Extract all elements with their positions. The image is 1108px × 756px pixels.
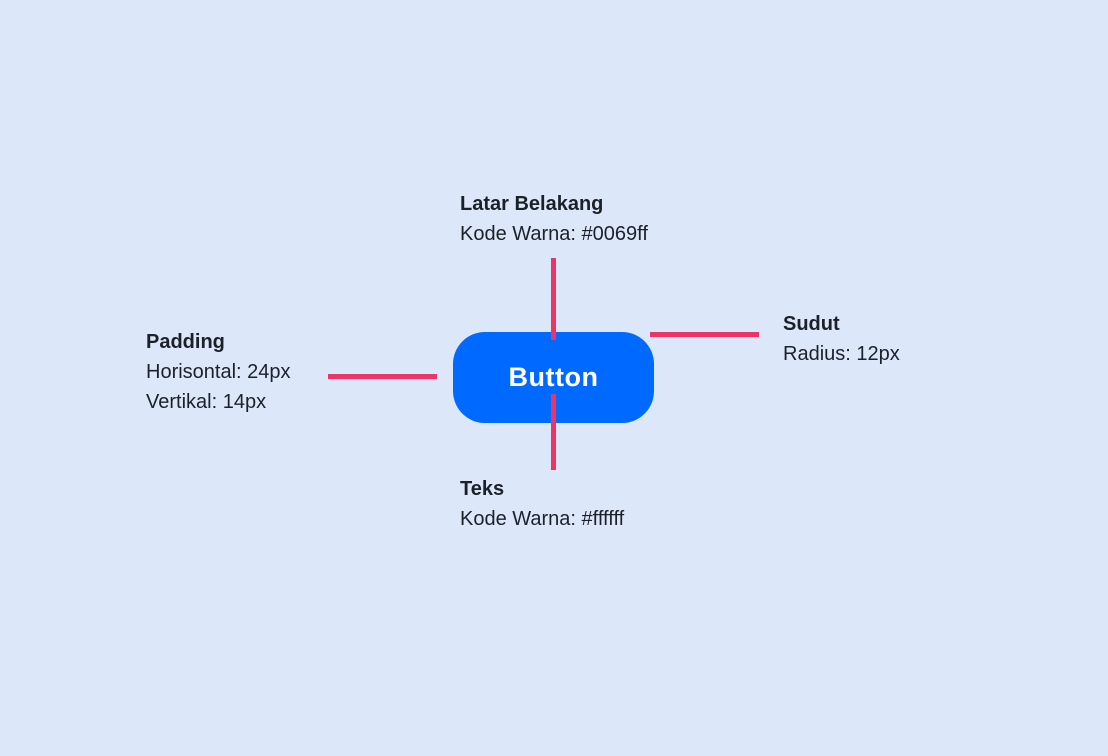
annotation-text: Teks Kode Warna: #ffffff xyxy=(460,474,624,534)
annotation-corner: Sudut Radius: 12px xyxy=(783,309,900,369)
callout-line-corner xyxy=(650,332,759,337)
callout-line-text xyxy=(551,394,556,470)
annotation-padding-title: Padding xyxy=(146,331,225,353)
annotation-background-title: Latar Belakang xyxy=(460,193,604,215)
callout-line-background xyxy=(551,258,556,340)
callout-line-padding xyxy=(328,374,437,379)
annotation-background: Latar Belakang Kode Warna: #0069ff xyxy=(460,189,648,249)
annotation-background-detail: Kode Warna: #0069ff xyxy=(460,223,648,245)
annotation-padding-vertical: Vertikal: 14px xyxy=(146,391,267,413)
annotation-padding: Padding Horisontal: 24px Vertikal: 14px xyxy=(146,327,291,417)
annotation-padding-horizontal: Horisontal: 24px xyxy=(146,361,291,383)
annotation-corner-title: Sudut xyxy=(783,313,840,335)
demo-button-label: Button xyxy=(508,362,599,392)
annotation-text-title: Teks xyxy=(460,478,505,500)
annotation-corner-radius: Radius: 12px xyxy=(783,343,900,365)
annotation-text-detail: Kode Warna: #ffffff xyxy=(460,508,625,530)
